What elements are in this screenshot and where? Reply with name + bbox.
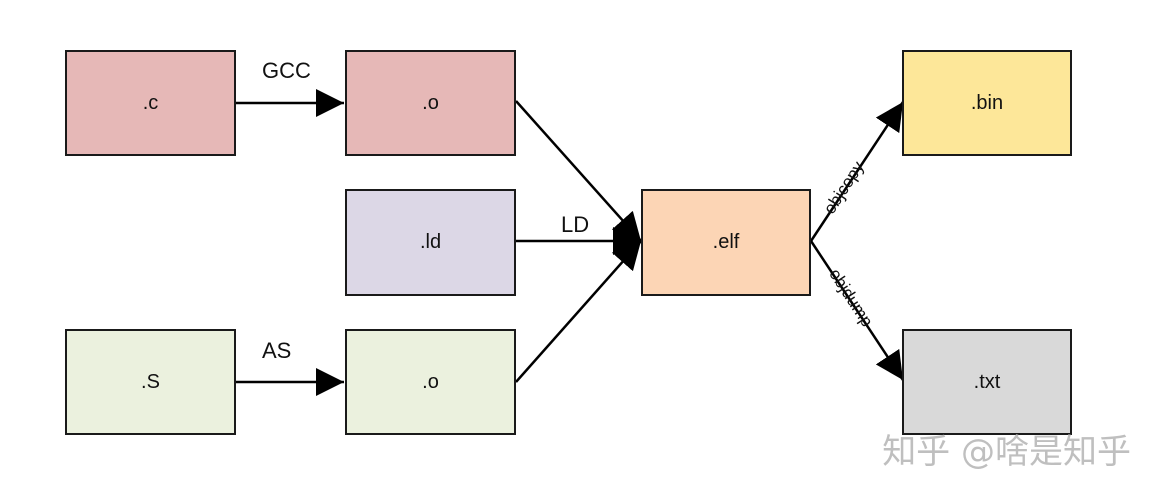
node-bin: .bin: [902, 50, 1072, 156]
edge-o1-to-elf: [515, 100, 642, 242]
node-ld-label: .ld: [419, 231, 442, 253]
node-txt: .txt: [902, 329, 1072, 435]
node-c-label: .c: [142, 91, 159, 114]
node-elf-label: .elf: [712, 231, 740, 253]
node-c-source: .c: [65, 50, 236, 156]
node-asm-source: .S: [65, 329, 236, 435]
node-object-from-asm: .o: [345, 329, 516, 435]
node-bin-label: .bin: [970, 91, 1004, 114]
edge-label-as: AS: [262, 338, 292, 363]
edge-label-gcc: GCC: [262, 58, 311, 83]
node-linker-script: .ld: [345, 189, 516, 296]
watermark: 知乎 @啥是知乎: [882, 432, 1131, 472]
node-object-from-c: .o: [345, 50, 516, 156]
node-s-label: .S: [141, 370, 160, 393]
node-o1-label: .o: [422, 91, 439, 114]
node-elf: .elf: [641, 189, 811, 296]
node-o2-label: .o: [422, 370, 439, 393]
edge-label-ld: LD: [561, 212, 590, 237]
node-txt-label: .txt: [973, 370, 1001, 393]
edge-elf-to-bin: [809, 101, 905, 242]
edge-o2-to-elf: [515, 240, 642, 383]
edge-elf-to-txt: [809, 240, 905, 381]
